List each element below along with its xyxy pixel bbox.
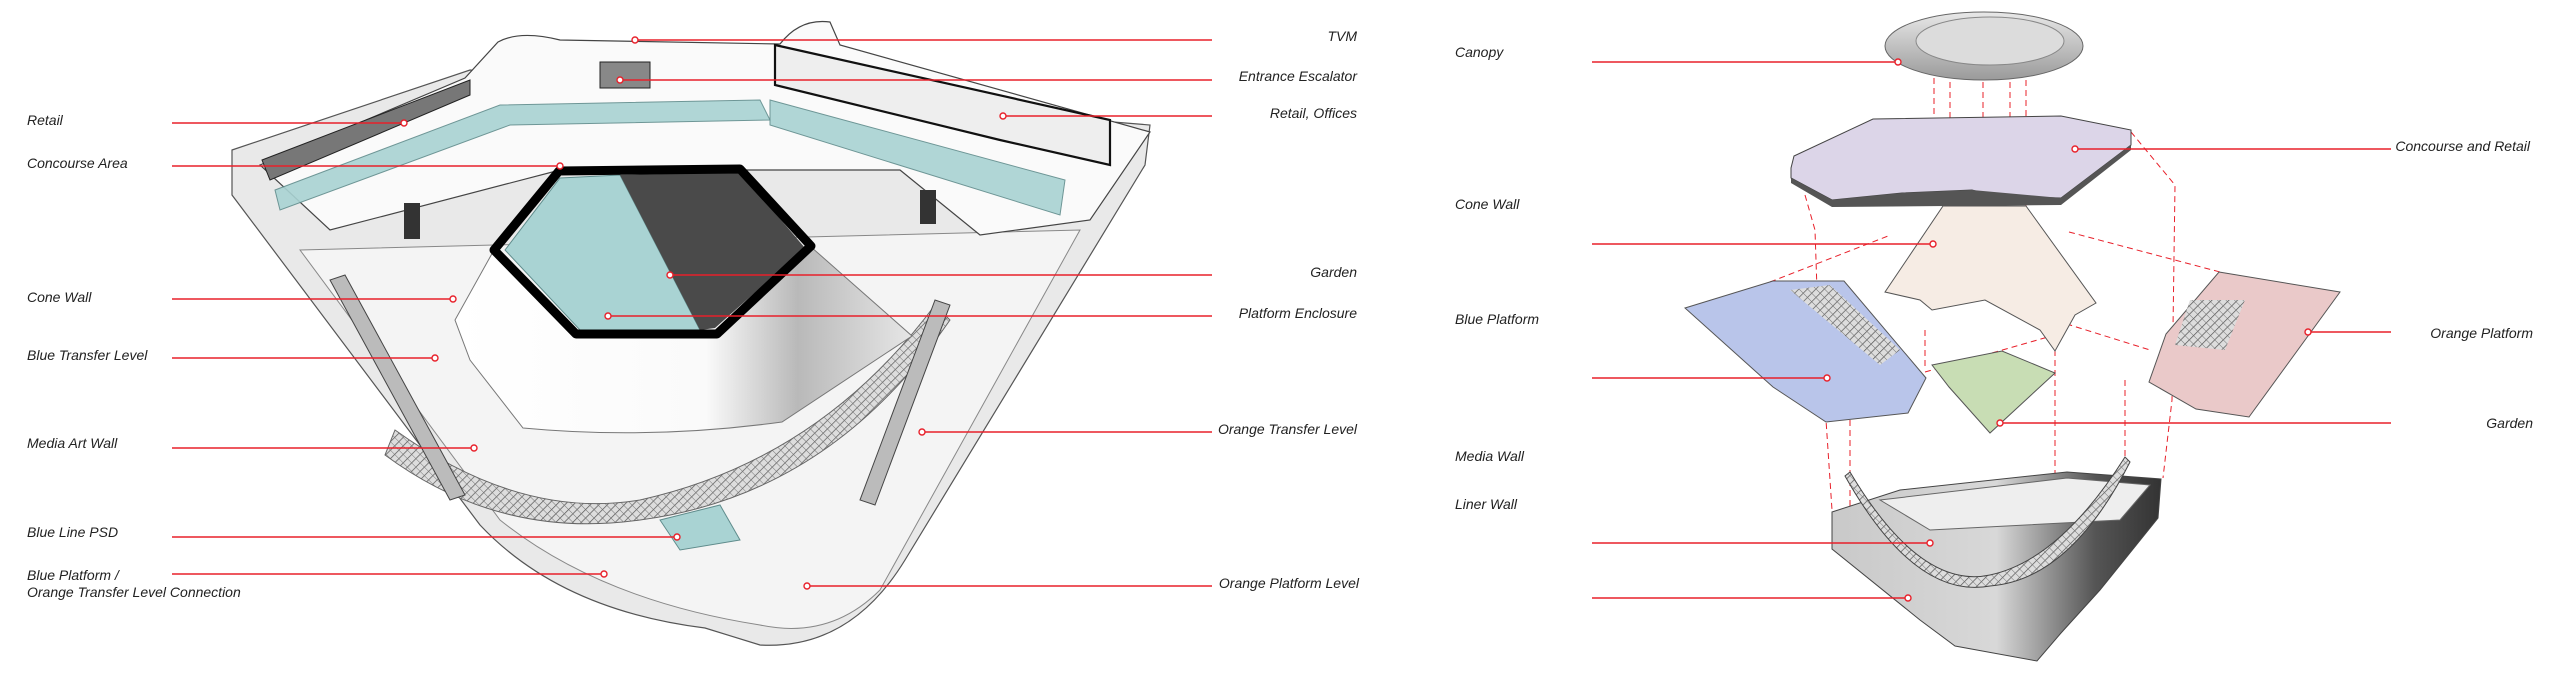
label-canopy: Canopy (1455, 44, 1504, 60)
label-blue-platform: Blue Platform / (27, 567, 119, 583)
leader-dot (666, 271, 674, 279)
cone-rim (489, 164, 816, 339)
orange-platform-hatch (2175, 300, 2245, 350)
label-garden: Garden (1310, 264, 1357, 280)
garden-void (620, 172, 805, 330)
leader-dot (803, 582, 811, 590)
garden-piece (1931, 350, 2056, 434)
station-axonometric (231, 20, 1151, 646)
label-orange-platform-level: Orange Platform Level (1218, 575, 1359, 591)
leader-dot (556, 162, 564, 170)
tvm-left (404, 203, 420, 239)
cone-wall-piece (1884, 205, 2097, 352)
escalator-right (859, 299, 951, 506)
label-orange-transfer-level: Orange Transfer Level (1217, 421, 1357, 437)
leader-dot (600, 570, 608, 578)
label-cone-wall-2: Cone Wall (1455, 196, 1520, 212)
entrance-escalator (599, 61, 651, 89)
label-cone-wall: Cone Wall (27, 289, 92, 305)
leader-dot (470, 444, 478, 452)
blue-platform-hatch (1790, 285, 1900, 365)
label-blue-transfer-level: Blue Transfer Level (27, 347, 148, 363)
label-garden-2: Garden (2486, 415, 2533, 431)
leader-dot (1996, 419, 2004, 427)
cone-wall (454, 245, 913, 434)
leader-dot (1904, 594, 1912, 602)
retail-block (261, 79, 471, 181)
label-orange-platform: Orange Platform (2430, 325, 2533, 341)
leader-dot (616, 76, 624, 84)
label-entrance-escalator: Entrance Escalator (1238, 68, 1357, 84)
leader-lines (172, 36, 2391, 602)
label-retail-offices: Retail, Offices (1269, 105, 1357, 121)
label-platform-enclosure: Platform Enclosure (1238, 305, 1357, 321)
concourse-slab (258, 20, 1151, 236)
leader-dot (1929, 240, 1937, 248)
leader-dot (431, 354, 439, 362)
escalator-left (329, 274, 466, 501)
blue-platform (1684, 280, 1927, 423)
label-tvm: TVM (1327, 28, 1357, 44)
leader-dot (1823, 374, 1831, 382)
label-orange-transfer-connection: Orange Transfer Level Connection (27, 584, 241, 600)
leader-dot (1926, 539, 1934, 547)
media-art-wall (384, 304, 951, 525)
concourse-edge (1791, 145, 2131, 207)
label-liner-wall: Liner Wall (1455, 496, 1517, 512)
leader-dot (2071, 145, 2079, 153)
leader-dot (2304, 328, 2312, 336)
leader-dot (449, 295, 457, 303)
leader-dot (999, 112, 1007, 120)
glass-rail-right (769, 99, 1066, 216)
leader-dot (918, 428, 926, 436)
leader-dot (631, 36, 639, 44)
leader-dot (673, 533, 681, 541)
leader-dot (604, 312, 612, 320)
leader-dot (1894, 58, 1902, 66)
label-concourse-area: Concourse Area (27, 155, 128, 171)
media-wall (1844, 456, 2131, 588)
label-concourse-and-retail: Concourse and Retail (2395, 138, 2530, 154)
tvm-right (920, 190, 936, 224)
label-retail: Retail (27, 112, 63, 128)
exploded-axonometric (1684, 11, 2341, 662)
label-blue-platform-2: Blue Platform (1455, 311, 1540, 327)
label-media-art-wall: Media Art Wall (27, 435, 118, 451)
label-media-wall: Media Wall (1455, 448, 1524, 464)
label-blue-line-psd: Blue Line PSD (27, 524, 119, 540)
retail-offices-block (773, 43, 1112, 167)
canopy-inner (1915, 16, 2065, 66)
leader-dot (400, 119, 408, 127)
